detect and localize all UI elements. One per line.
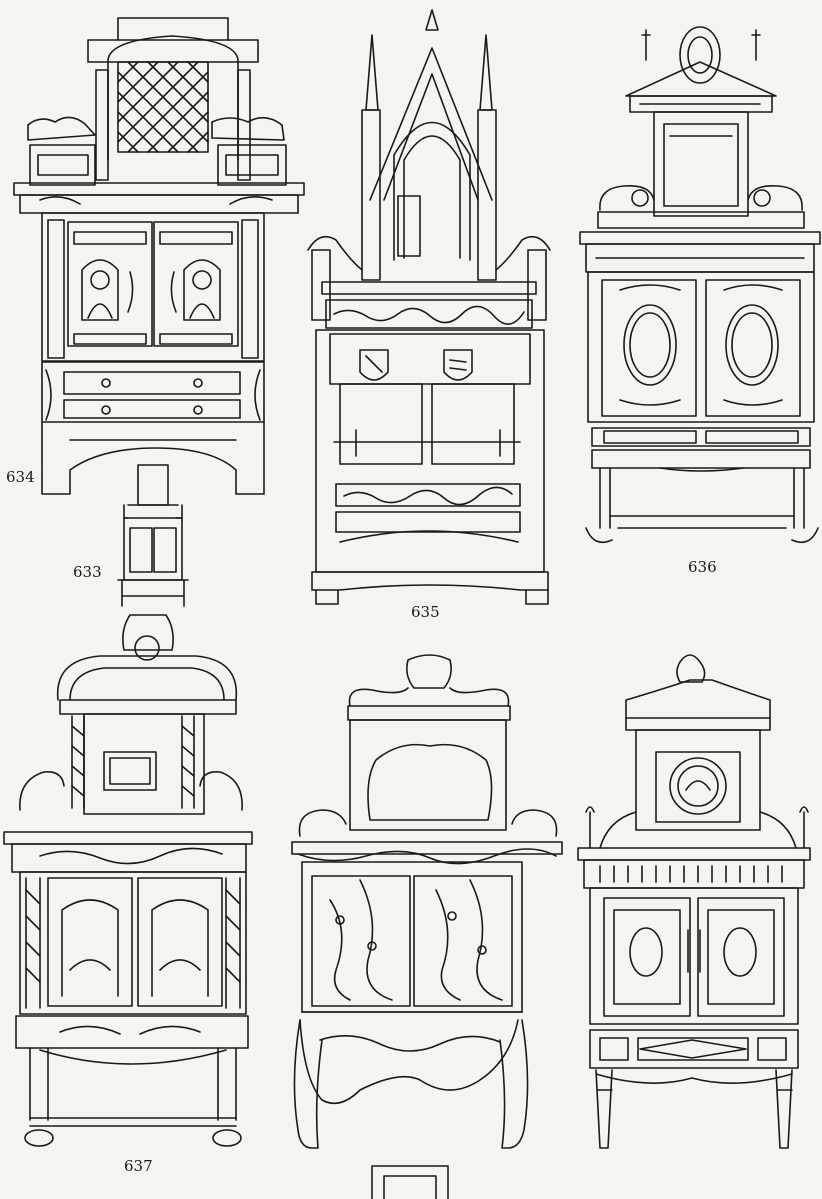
cabinet-636-drawing [580,27,820,542]
figure-number-634: 634 [6,468,35,486]
cabinet-633-drawing [118,465,188,606]
cabinet-634-drawing [14,18,304,494]
figure-number-633: 633 [73,563,102,581]
figure-number-635: 635 [411,603,440,621]
cabinet-635-drawing [308,10,550,604]
partial-cabinet-bottom [372,1166,448,1199]
cabinet-637-drawing [4,615,252,1146]
cabinet-rococo-drawing [292,655,562,1148]
figure-number-637: 637 [124,1157,153,1175]
cabinet-neoclassical-drawing [578,655,810,1148]
figure-number-636: 636 [688,558,717,576]
